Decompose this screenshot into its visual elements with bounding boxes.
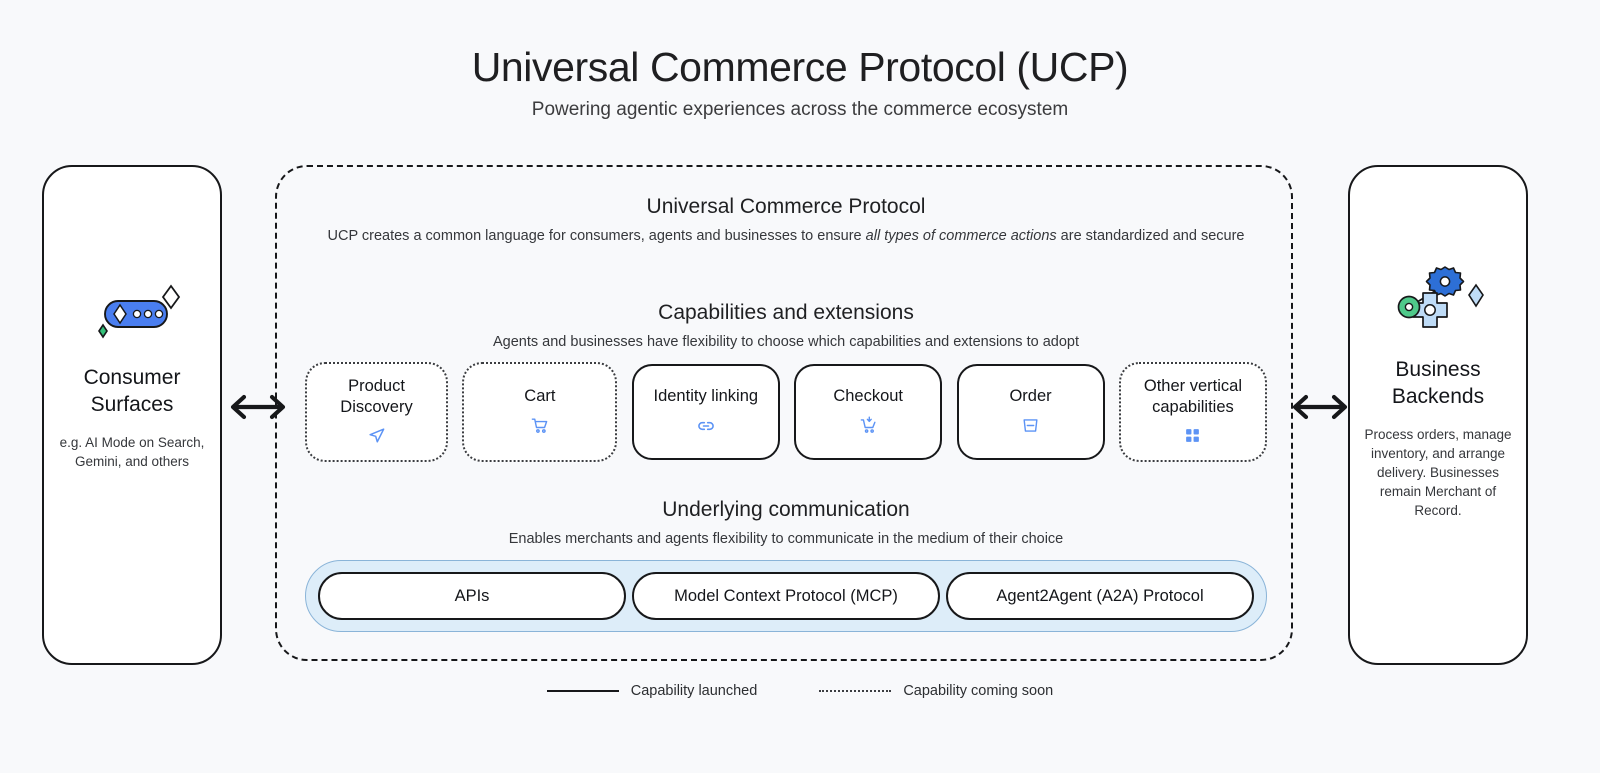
right-bidirectional-arrow-icon	[1290, 390, 1350, 429]
capability-card-checkout[interactable]: Checkout	[794, 364, 943, 460]
capability-card-product-discovery[interactable]: Product Discovery	[305, 362, 448, 462]
consumer-surfaces-description: e.g. AI Mode on Search, Gemini, and othe…	[59, 434, 205, 469]
capabilities-heading: Capabilities and extensions	[658, 301, 914, 324]
capability-label: Identity linking	[653, 387, 759, 406]
page-subtitle: Powering agentic experiences across the …	[531, 99, 1069, 120]
communication-pill-apis[interactable]: APIs	[318, 572, 626, 620]
protocol-block: Universal Commerce Protocol UCP creates …	[317, 195, 1255, 246]
business-backends-title: Business Backends	[1391, 358, 1485, 408]
capabilities-subtext: Agents and businesses have flexibility t…	[492, 334, 1079, 350]
communication-strip: APIs Model Context Protocol (MCP) Agent2…	[305, 560, 1267, 632]
communication-block: Underlying communication Enables merchan…	[307, 498, 1265, 549]
shopping-cart-icon	[530, 416, 549, 436]
capability-card-order[interactable]: Order	[956, 364, 1105, 460]
solid-line-swatch	[546, 690, 619, 692]
communication-pill-mcp[interactable]: Model Context Protocol (MCP)	[632, 572, 940, 620]
capability-cards-row: Product Discovery Cart	[305, 362, 1267, 462]
protocol-subtext-italic: all types of commerce actions	[865, 228, 1057, 244]
protocol-heading: Universal Commerce Protocol	[646, 195, 926, 218]
consumer-surfaces-title: Consumer Surfaces	[83, 366, 181, 416]
legend-item-launched: Capability launched	[546, 683, 758, 699]
navigation-send-icon	[367, 426, 386, 446]
protocol-subtext-after: are standardized and secure	[1056, 228, 1245, 244]
dotted-line-swatch	[819, 690, 892, 692]
capability-label: Checkout	[833, 387, 904, 406]
communication-heading: Underlying communication	[662, 498, 910, 521]
ucp-container: Universal Commerce Protocol UCP creates …	[275, 165, 1293, 661]
capability-card-other-vertical[interactable]: Other vertical capabilities	[1118, 362, 1267, 462]
capability-label: Product Discovery	[340, 377, 413, 416]
gears-sparkle-icon	[1383, 266, 1493, 337]
capability-card-cart[interactable]: Cart	[462, 362, 618, 462]
grid-apps-icon	[1184, 426, 1201, 446]
communication-pill-a2a[interactable]: Agent2Agent (A2A) Protocol	[946, 572, 1254, 620]
order-box-icon	[1021, 416, 1040, 436]
capabilities-block: Capabilities and extensions Agents and b…	[307, 301, 1265, 352]
legend-item-coming-soon: Capability coming soon	[819, 683, 1053, 699]
business-backends-panel: Business Backends Process orders, manage…	[1348, 165, 1528, 665]
capability-label: Cart	[524, 387, 556, 406]
protocol-subtext: UCP creates a common language for consum…	[317, 226, 1255, 246]
page-title: Universal Commerce Protocol (UCP)	[471, 44, 1129, 90]
capability-label: Order	[1009, 387, 1052, 406]
protocol-subtext-before: UCP creates a common language for consum…	[327, 228, 866, 244]
cart-checkout-icon	[859, 416, 878, 436]
business-backends-description: Process orders, manage inventory, and ar…	[1364, 426, 1512, 519]
capability-label: Other vertical capabilities	[1143, 377, 1243, 416]
ai-chat-sparkle-icon	[77, 275, 187, 345]
link-icon	[696, 416, 716, 436]
consumer-surfaces-panel: Consumer Surfaces e.g. AI Mode on Search…	[42, 165, 222, 665]
legend-label: Capability coming soon	[903, 683, 1054, 699]
capability-card-identity-linking[interactable]: Identity linking	[631, 364, 780, 460]
legend-label: Capability launched	[630, 683, 758, 699]
legend: Capability launched Capability coming so…	[0, 683, 1600, 699]
communication-subtext: Enables merchants and agents flexibility…	[508, 531, 1064, 547]
